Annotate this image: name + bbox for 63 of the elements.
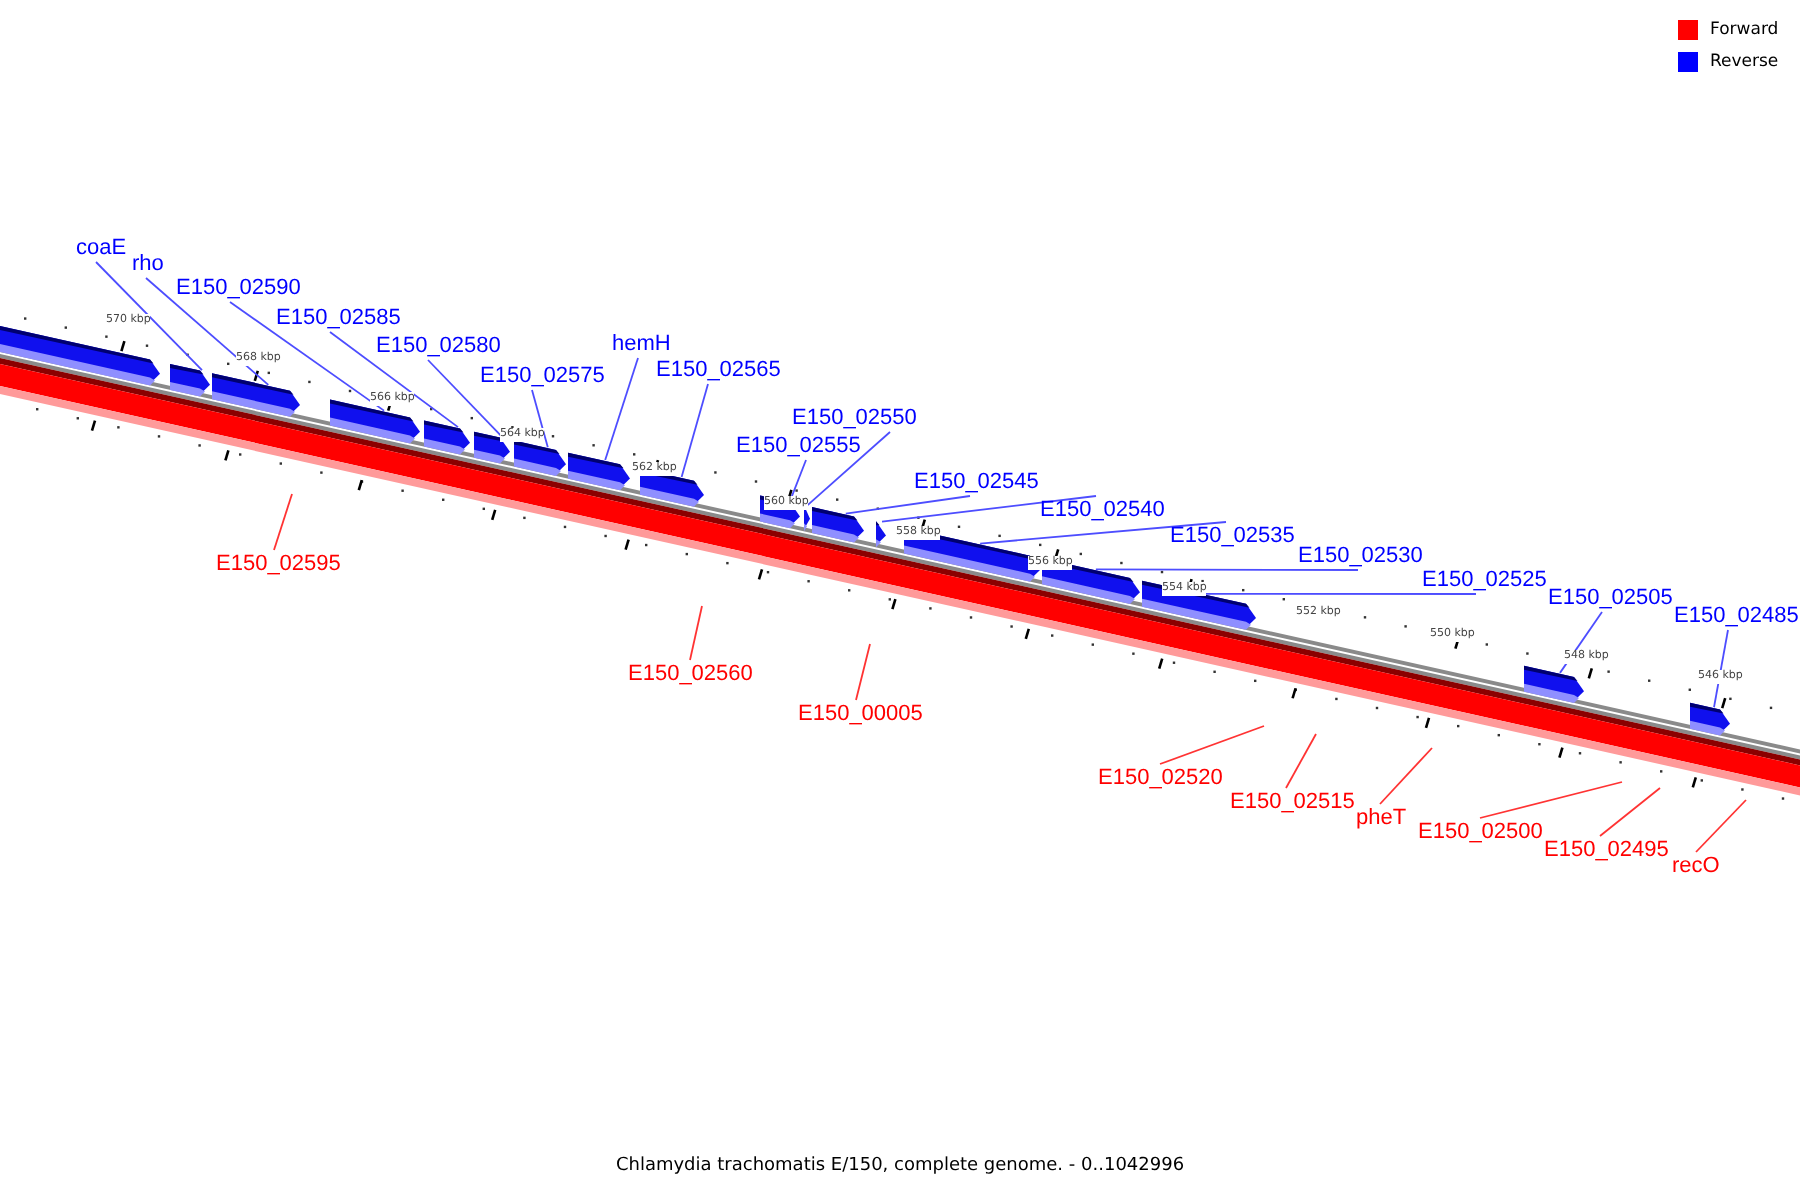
leader-line [1559,611,1603,674]
gene-feature-block [424,420,470,455]
leader-line [229,301,385,412]
gene-feature-block [170,363,210,397]
gene-label: E150_02555 [736,434,861,458]
gene-label: E150_02545 [914,470,1039,494]
gene-label: E150_02500 [1418,820,1543,844]
leader-line [273,493,293,551]
gene-label: coaE [76,236,127,260]
leader-line [95,261,203,371]
leader-line [1695,799,1747,853]
gene-label: E150_02535 [1170,524,1295,548]
leader-line [881,495,1097,523]
leader-line [145,277,270,386]
leader-line [1713,629,1729,709]
gene-label: rho [132,252,164,276]
gene-feature-block [514,440,566,476]
gene-label: E150_02495 [1544,838,1669,862]
leader-line [1379,747,1433,805]
gene-label: E150_02515 [1230,790,1355,814]
gene-label: hemH [612,332,671,356]
leader-line [844,495,971,515]
gene-feature-block [812,507,864,543]
gene-label: E150_02520 [1098,766,1223,790]
leader-line [1285,733,1317,789]
gene-feature-block [876,521,886,548]
gene-feature-block [330,399,420,444]
gene-label: E150_02525 [1422,568,1547,592]
gene-label: E150_02540 [1040,498,1165,522]
gene-label: E150_02590 [176,276,301,300]
leader-line [1599,787,1661,837]
legend-label: Reverse [1710,52,1779,72]
leader-line [427,359,503,438]
leader-line [1159,725,1265,765]
leader-line [329,331,459,429]
gene-label: E150_02580 [376,334,501,358]
leader-line [1095,568,1359,571]
gene-label: pheT [1356,806,1407,830]
gene-label: E150_02530 [1298,544,1423,568]
leader-line [680,383,709,478]
gene-feature-block [568,452,630,491]
gene-feature-block [0,323,160,386]
gene-label: E150_00005 [798,702,923,726]
legend-label: Forward [1710,20,1779,40]
leader-line [806,431,891,506]
gene-label: E150_02505 [1548,586,1673,610]
caption: Chlamydia trachomatis E/150, complete genome. - 0..1042996 [615,1156,1185,1176]
leader-line [1479,781,1623,819]
gene-feature-block [1524,665,1584,703]
gene-label: E150_02585 [276,306,401,330]
leader-line [1204,593,1477,595]
gene-label: E150_02560 [628,662,753,686]
gene-label: recO [1672,854,1720,878]
leader-line [689,605,703,661]
gene-label: E150_02595 [216,552,341,576]
gene-label: E150_02575 [480,364,605,388]
leader-line [855,643,871,701]
gene-feature-block [1690,702,1730,736]
leader-line [979,521,1227,545]
leader-line [604,357,639,461]
gene-label: E150_02550 [792,406,917,430]
gene-label: E150_02565 [656,358,781,382]
gene-label: E150_02485 [1674,604,1799,628]
